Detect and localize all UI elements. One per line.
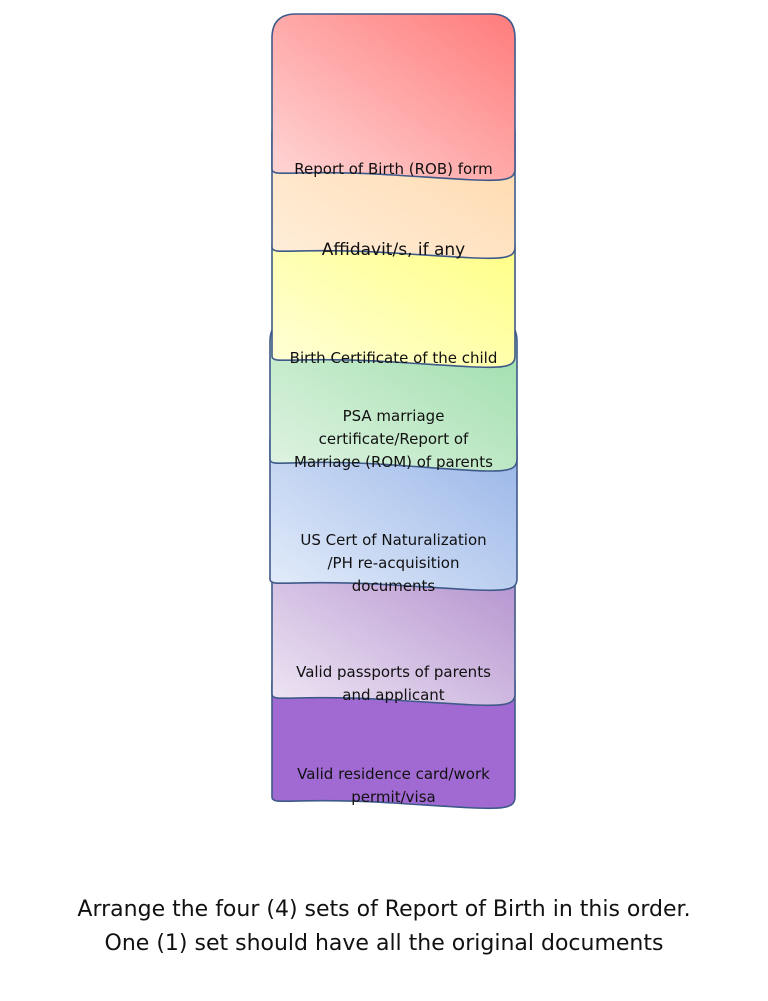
caption-line-1: Arrange the four (4) sets of Report of B… xyxy=(77,897,691,922)
doc-label-residence-card: Valid residence card/work permit/visa xyxy=(297,765,490,806)
document-stack-svg xyxy=(269,13,518,810)
doc-label-marriage-certificate: PSA marriage certificate/Report of Marri… xyxy=(294,407,493,471)
doc-label-naturalization: US Cert of Naturalization /PH re-acquisi… xyxy=(300,531,487,595)
doc-label-passports: Valid passports of parents and applicant xyxy=(296,663,491,704)
instruction-caption: Arrange the four (4) sets of Report of B… xyxy=(0,893,768,961)
doc-card-rob-form xyxy=(271,13,516,182)
doc-label-birth-certificate: Birth Certificate of the child xyxy=(289,349,498,367)
document-stack-diagram: Report of Birth (ROB) form Affidavit/s, … xyxy=(269,13,518,810)
doc-label-affidavit: Affidavit/s, if any xyxy=(321,240,466,260)
caption-line-2: One (1) set should have all the original… xyxy=(104,931,664,956)
doc-label-rob-form: Report of Birth (ROB) form xyxy=(294,160,493,178)
